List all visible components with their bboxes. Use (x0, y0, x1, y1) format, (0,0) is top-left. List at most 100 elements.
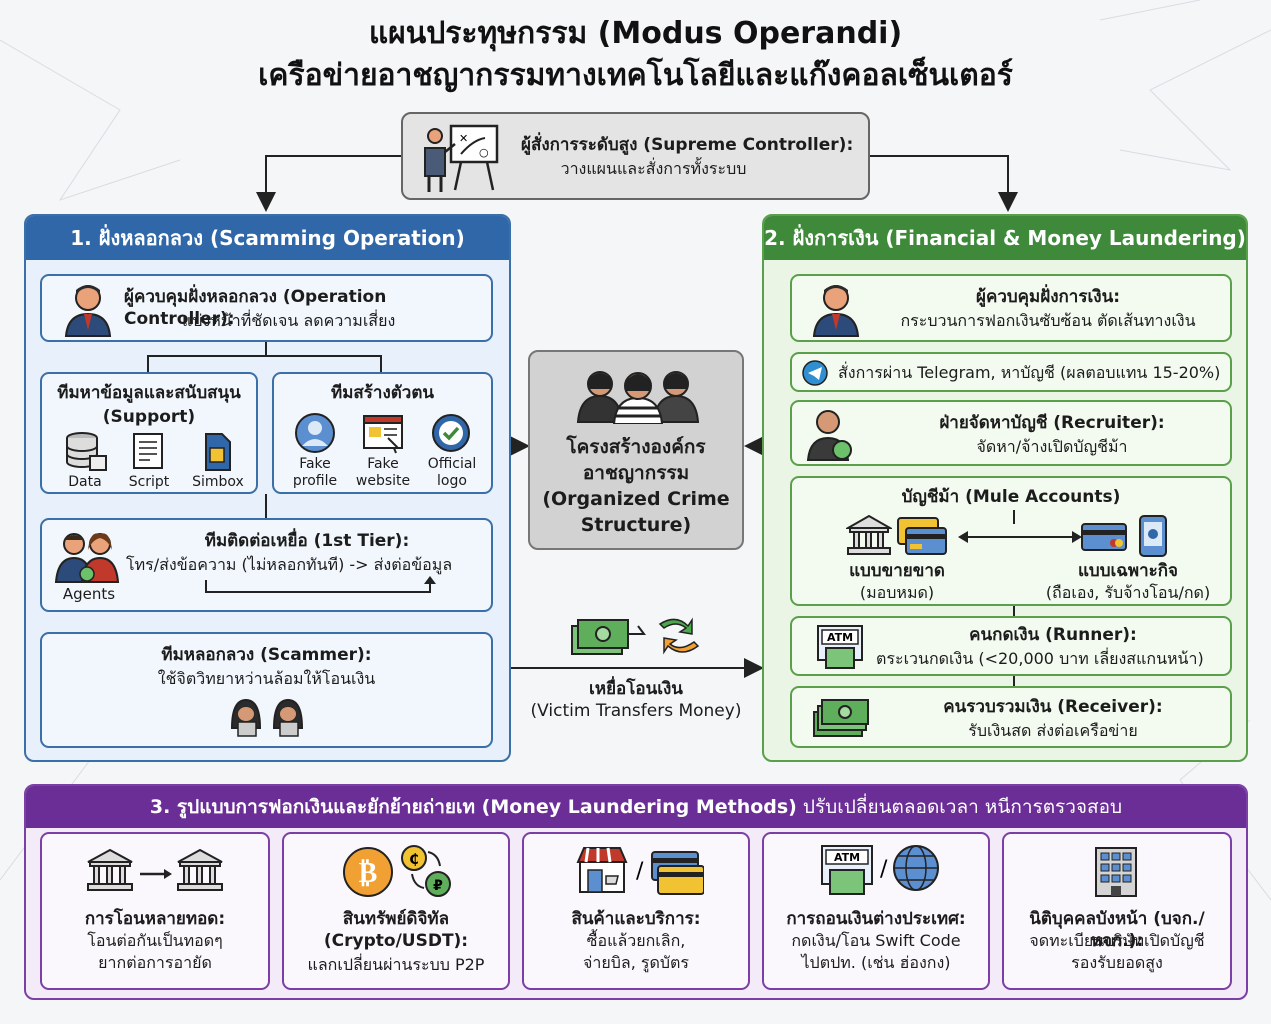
receiver-desc: รับเงินสด ส่งต่อเครือข่าย (968, 721, 1138, 740)
method-5-desc: จดทะเบียนบริษัทเปิดบัญชี รองรับยอดสูง (1029, 931, 1205, 972)
runner-box: ATM คนกดเงิน (Runner): ตระเวนกดเงิน (<20… (790, 616, 1232, 676)
method-1-desc: โอนต่อกันเป็นทอดๆ ยากต่อการอายัด (87, 931, 223, 972)
script-document-icon (133, 433, 163, 469)
supreme-desc: วางแผนและสั่งการทั้งระบบ (560, 159, 747, 178)
methods-header-rest: ปรับเปลี่ยนตลอดเวลา หนีการตรวจสอบ (796, 796, 1123, 818)
receiver-title: คนรวบรวมเงิน (Receiver): (943, 697, 1163, 717)
methods-header-bold: 3. รูปแบบการฟอกเงินและยักย้ายถ่ายเท (Mon… (149, 796, 797, 818)
organized-crime-label: โครงสร้างองค์กร อาชญากรรม (Organized Cri… (542, 436, 730, 536)
method-3-title: สินค้าและบริการ: (571, 909, 701, 929)
mule-right-title: แบบเฉพาะกิจ (1077, 561, 1179, 581)
identity-item-fake-website: Fake website (355, 456, 411, 489)
businessman-icon (64, 285, 112, 337)
method-card-foreign-withdrawal: ATM / การถอนเงินต่างประเทศ: กดเงิน/โอน S… (762, 832, 990, 990)
victim-transfer-desc: (Victim Transfers Money) (530, 701, 742, 721)
operation-controller-box: ผู้ควบคุมฝั่งหลอกลวง (Operation Controll… (40, 274, 493, 342)
support-title: ทีมหาข้อมูลและสนับสนุน (57, 383, 241, 403)
recruiter-title: ฝ่ายจัดหาบัญชี (Recruiter): (939, 413, 1165, 433)
criminals-icon (576, 371, 700, 424)
contact-desc: โทร/ส่งข้อความ (ไม่หลอกทันที) -> ส่งต่อข… (126, 555, 453, 574)
method-2-desc: แลกเปลี่ยนผ่านระบบ P2P (307, 955, 485, 974)
svg-text:₿: ₿ (359, 856, 378, 889)
method-card-crypto: ₿ ₵ ₽ สินทรัพย์ดิจิทัล (Crypto/USDT): แล… (282, 832, 510, 990)
methods-atm-label: ATM (834, 851, 860, 864)
agents-icon (54, 533, 120, 583)
organized-crime-box: โครงสร้างองค์กร อาชญากรรม (Organized Cri… (528, 350, 744, 550)
support-team-box: ทีมหาข้อมูลและสนับสนุน (Support) Data Sc… (40, 372, 258, 494)
finance-controller-box: ผู้ควบคุมฝั่งการเงิน: กระบวนการฟอกเงินซั… (790, 274, 1232, 342)
methods-header: 3. รูปแบบการฟอกเงินและยักย้ายถ่ายเท (Mon… (26, 786, 1246, 828)
scammer-title: ทีมหลอกลวง (Scammer): (161, 645, 372, 665)
finance-controller-title: ผู้ควบคุมฝั่งการเงิน: (975, 287, 1120, 307)
identity-title: ทีมสร้างตัวตน (330, 383, 434, 403)
mule-accounts-box: บัญชีม้า (Mule Accounts) แบบขายขาด (มอบห… (790, 476, 1232, 606)
official-logo-badge-icon (432, 414, 470, 452)
scammer-desc: ใช้จิตวิทยาหว่านล้อมให้โอนเงิน (157, 669, 376, 688)
method-3-desc: ซื้อแล้วยกเลิก, จ่ายบิล, รูดบัตร (583, 931, 689, 972)
recruiter-box: ฝ่ายจัดหาบัญชี (Recruiter): จัดหา/จ้างเป… (790, 400, 1232, 466)
bank-building-icon (846, 514, 892, 555)
victim-transfer-title: เหยื่อโอนเงิน (589, 679, 683, 699)
svg-text:/: / (880, 857, 888, 882)
telegram-text: สั่งการผ่าน Telegram, หาบัญชี (ผลตอบแทน … (838, 363, 1221, 382)
forward-arrow-icon (205, 576, 436, 593)
mule-left-title: แบบขายขาด (849, 561, 945, 581)
supreme-controller-box: ✕ ○ ผู้สั่งการระดับสูง (Supreme Controll… (401, 112, 870, 200)
contact-title: ทีมติดต่อเหยื่อ (1st Tier): (204, 531, 410, 551)
office-building-icon (1095, 847, 1137, 897)
page-subtitle: เครือข่ายอาชญากรรมทางเทคโนโลยีและแก๊งคอล… (258, 58, 1013, 93)
method-5-title: นิติบุคคลบังหน้า (บจก./หจก.): (1029, 909, 1205, 951)
recruiter-desc: จัดหา/จ้างเปิดบัญชีม้า (976, 437, 1128, 456)
method-4-title: การถอนเงินต่างประเทศ: (786, 909, 966, 929)
financial-header: 2. ฝั่งการเงิน (Financial & Money Launde… (764, 216, 1246, 260)
atm-label: ATM (827, 631, 853, 644)
supreme-title: ผู้สั่งการระดับสูง (Supreme Controller): (521, 135, 854, 155)
contact-team-box: Agents ทีมติดต่อเหยื่อ (1st Tier): โทร/ส… (40, 518, 493, 612)
double-arrow-icon (958, 531, 1082, 543)
support-item-script: Script (128, 474, 170, 490)
cash-stack-icon (813, 699, 869, 737)
page-title: แผนประทุษกรรม (Modus Operandi) (368, 16, 903, 51)
method-card-multi-transfer: การโอนหลายทอด: โอนต่อกันเป็นทอดๆ ยากต่อก… (40, 832, 270, 990)
runner-title: คนกดเงิน (Runner): (969, 625, 1137, 645)
credit-cards-icon (897, 517, 947, 555)
support-subtitle: (Support) (102, 407, 196, 427)
mobile-banking-icon (1139, 515, 1167, 557)
card-icon (1081, 523, 1127, 551)
mule-right-desc: (ถือเอง, รับจ้างโอน/กด) (1045, 583, 1211, 602)
svg-text:○: ○ (479, 146, 489, 159)
svg-text:✕: ✕ (459, 132, 468, 145)
profile-icon (295, 413, 335, 453)
atm-globe-icon: ATM / (821, 845, 939, 895)
method-1-title: การโอนหลายทอด: (84, 909, 226, 929)
method-card-goods: / สินค้าและบริการ: ซื้อแล้วยกเลิก, จ่ายบ… (522, 832, 750, 990)
recruiter-icon (806, 410, 852, 461)
support-item-data: Data (68, 474, 102, 490)
telegram-icon (802, 360, 828, 386)
svg-text:/: / (636, 859, 644, 884)
mule-title: บัญชีม้า (Mule Accounts) (901, 487, 1121, 507)
database-icon (66, 432, 107, 471)
svg-text:₽: ₽ (433, 878, 443, 894)
scammer-team-box: ทีมหลอกลวง (Scammer): ใช้จิตวิทยาหว่านล้… (40, 632, 493, 748)
fake-website-icon (363, 415, 403, 454)
money-transfer-icon (571, 617, 700, 655)
method-card-shell-company: นิติบุคคลบังหน้า (บจก./หจก.): จดทะเบียนบ… (1002, 832, 1232, 990)
operation-controller-title: ผู้ควบคุมฝั่งหลอกลวง (Operation Controll… (124, 287, 387, 329)
agents-label: Agents (62, 585, 116, 603)
telegram-box: สั่งการผ่าน Telegram, หาบัญชี (ผลตอบแทน … (790, 352, 1232, 392)
identity-item-fake-profile: Fake profile (292, 456, 338, 489)
identity-team-box: ทีมสร้างตัวตน Fake profile Fake website … (272, 372, 493, 494)
svg-text:₵: ₵ (409, 852, 419, 868)
presenter-board-icon: ✕ ○ (424, 124, 499, 192)
identity-item-official-logo: Official logo (427, 456, 477, 489)
shop-and-card-icon: / (576, 847, 704, 895)
hackers-icon (230, 698, 304, 737)
runner-desc: ตระเวนกดเงิน (<20,000 บาท เลี่ยงสแกนหน้า… (876, 649, 1204, 668)
finance-controller-icon (812, 285, 860, 337)
bank-to-bank-icon (87, 848, 223, 891)
receiver-box: คนรวบรวมเงิน (Receiver): รับเงินสด ส่งต่… (790, 686, 1232, 748)
